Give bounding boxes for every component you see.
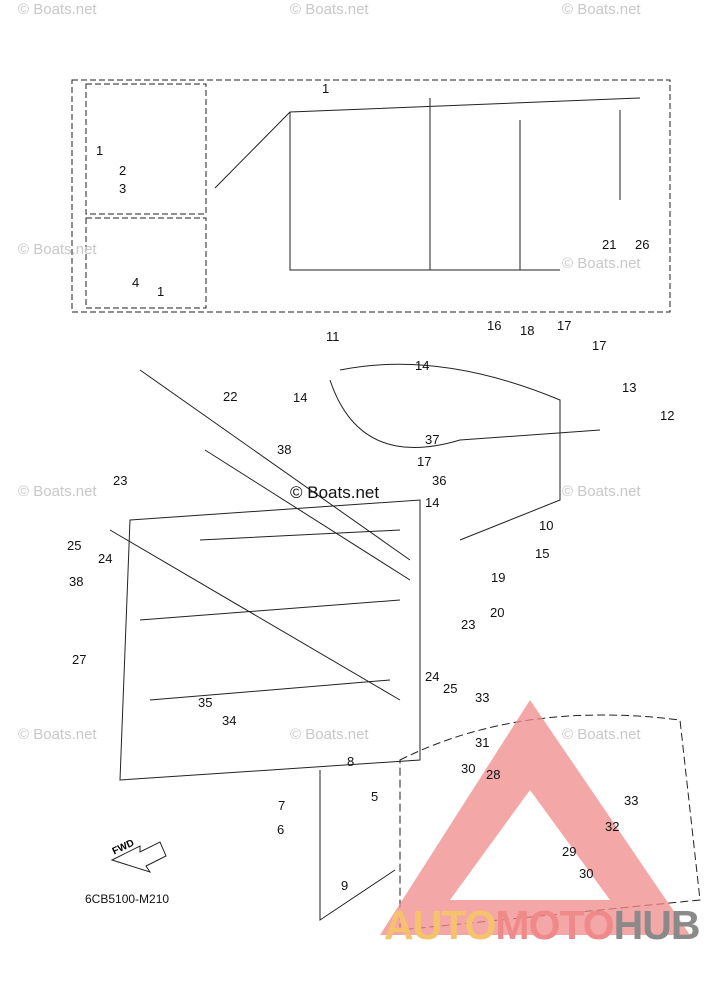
callout: 11 — [326, 329, 340, 344]
callout: 10 — [539, 518, 554, 533]
callout: 9 — [341, 878, 349, 893]
callout: 5 — [371, 789, 379, 804]
callout: 22 — [223, 389, 238, 404]
callout: 31 — [475, 735, 490, 750]
watermark: © Boats.net — [562, 1, 641, 18]
watermark: © Boats.net — [18, 726, 97, 743]
callout: 23 — [113, 473, 128, 488]
callout: 26 — [635, 237, 650, 252]
callout: 16 — [487, 318, 502, 333]
leader-lines — [109, 369, 411, 921]
harness-bracket — [329, 363, 601, 541]
watermark: © Boats.net — [562, 255, 641, 272]
callout: 21 — [602, 237, 617, 252]
watermark: © Boats.net — [290, 726, 369, 743]
callout: 1 — [96, 143, 104, 158]
logo-part: MOTO — [495, 902, 614, 948]
watermark: © Boats.net — [290, 483, 380, 502]
engine-lower-case — [399, 714, 701, 931]
callout: 32 — [605, 819, 620, 834]
callout: 30 — [461, 761, 476, 776]
callout: 29 — [562, 844, 577, 859]
callout: 35 — [198, 695, 213, 710]
callout: 7 — [278, 798, 286, 813]
callout: 15 — [535, 546, 550, 561]
callout: 27 — [72, 652, 87, 667]
diagram-code: 6CB5100-M210 — [85, 892, 170, 906]
logo-part: HUB — [613, 902, 701, 948]
callout: 12 — [660, 408, 675, 423]
watermark: © Boats.net — [18, 483, 97, 500]
callout: 1 — [322, 81, 330, 96]
callout: 14 — [415, 358, 430, 373]
callout: 33 — [475, 690, 490, 705]
callout: 37 — [425, 432, 440, 447]
sub-detail-box — [85, 83, 207, 215]
watermark: © Boats.net — [290, 1, 369, 18]
callout: 1 — [157, 284, 165, 299]
callout: 38 — [69, 574, 84, 589]
callout: 14 — [293, 390, 308, 405]
callout: 13 — [622, 380, 637, 395]
fwd-arrow-icon — [110, 841, 167, 873]
callout: 23 — [461, 617, 476, 632]
watermark: © Boats.net — [18, 1, 97, 18]
callout: 17 — [557, 318, 572, 333]
watermark: © Boats.net — [18, 241, 97, 258]
callout: 38 — [277, 442, 292, 457]
automotohub-logo: AUTOMOTOHUB — [384, 902, 700, 949]
callout: 25 — [67, 538, 82, 553]
callout: 34 — [222, 713, 237, 728]
wire-harness — [214, 97, 641, 271]
callout: 8 — [347, 754, 355, 769]
callout: 24 — [98, 551, 113, 566]
callout: 36 — [432, 473, 447, 488]
watermark-triangle — [380, 700, 690, 935]
callout: 30 — [579, 866, 594, 881]
callout: 17 — [592, 338, 607, 353]
callout: 2 — [119, 163, 127, 178]
watermark: © Boats.net — [562, 726, 641, 743]
callout: 14 — [425, 495, 440, 510]
harness-detail-box — [71, 79, 671, 313]
callout: 4 — [132, 275, 140, 290]
logo-part: AUTO — [384, 902, 496, 948]
callout: 18 — [520, 323, 535, 338]
callout: 17 — [417, 454, 432, 469]
engine-block — [119, 499, 421, 781]
watermark: © Boats.net — [562, 483, 641, 500]
callout: 28 — [486, 767, 501, 782]
callout: 19 — [491, 570, 506, 585]
callout: 25 — [443, 681, 458, 696]
callout: 33 — [624, 793, 639, 808]
callout: 20 — [490, 605, 505, 620]
callout: 3 — [119, 181, 127, 196]
callout: 24 — [425, 669, 440, 684]
sub-detail-box — [85, 217, 207, 309]
callout: 6 — [277, 822, 285, 837]
